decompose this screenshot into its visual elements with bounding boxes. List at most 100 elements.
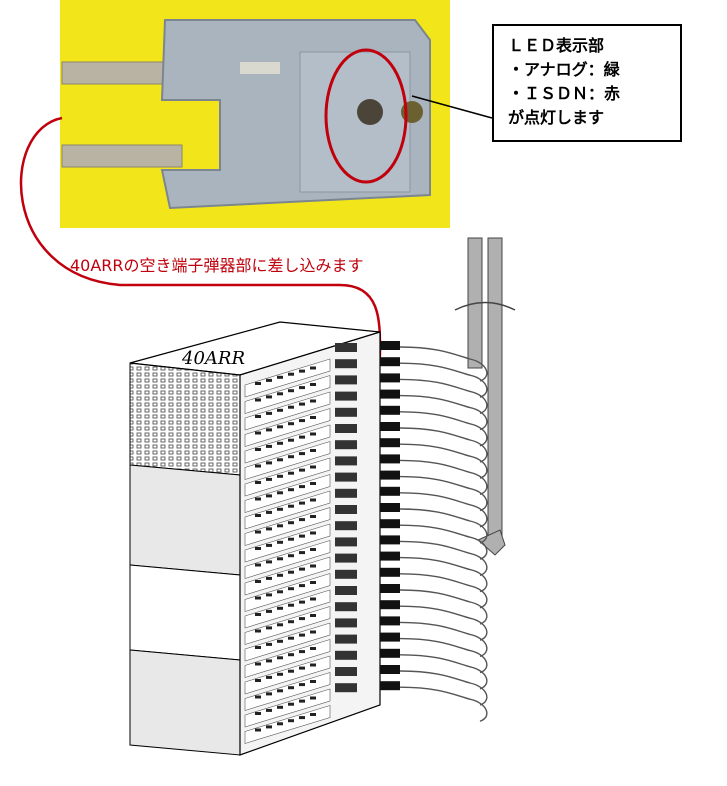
terminal-slot (335, 407, 357, 417)
cable-loop (399, 686, 488, 722)
plugged-module (380, 389, 400, 399)
terminal-row (244, 503, 400, 563)
plugged-module (380, 632, 400, 642)
terminal-slot (335, 343, 357, 352)
rack-label: 40ARR (182, 348, 246, 369)
terminal-slot (335, 618, 357, 628)
plugged-module (380, 600, 400, 610)
plugged-module (380, 648, 400, 658)
plugged-module (380, 422, 400, 431)
led-highlight-ring (324, 48, 408, 184)
cable-loop (399, 605, 488, 641)
terminal-slot (335, 634, 357, 644)
terminal-row (244, 422, 400, 480)
plugged-module (380, 454, 400, 464)
cable-loop (399, 637, 488, 674)
terminal-row (244, 373, 400, 431)
terminal-row (244, 405, 400, 464)
cable-loop (399, 443, 488, 479)
terminal-row (244, 648, 400, 711)
rack-40arr (129, 321, 488, 756)
terminal-slot (335, 472, 357, 482)
terminal-row (244, 389, 400, 447)
module-photo (60, 0, 450, 228)
callout-note-line: が点灯します (508, 108, 605, 127)
plugged-module (380, 535, 400, 545)
terminal-row (244, 616, 400, 678)
cable-loop (399, 394, 488, 431)
terminal-slot (335, 521, 357, 531)
led-hole-left (357, 99, 383, 125)
terminal-row (244, 567, 400, 629)
rack-front (239, 331, 381, 756)
rack-side-panel-1 (129, 464, 241, 576)
callout-leader-line (411, 95, 493, 119)
cable-loop (399, 573, 488, 609)
module-face-panel (299, 51, 411, 193)
cable-loop (399, 540, 488, 577)
terminal-row (244, 486, 400, 546)
plugged-module (380, 519, 400, 529)
terminal-slot (335, 391, 357, 401)
cable-loop (399, 654, 488, 690)
plugged-module (380, 470, 400, 480)
terminal-row (244, 454, 400, 513)
plugged-module (380, 438, 400, 448)
callout-analog-line: ・アナログ：緑 (508, 60, 620, 79)
terminal-row (244, 600, 400, 662)
terminal-row (244, 535, 400, 596)
terminal-slot (335, 569, 357, 579)
terminal-slot (335, 537, 357, 547)
terminal-row (244, 470, 400, 530)
terminal-slot (335, 505, 357, 514)
rack-side-panel-2 (129, 564, 241, 661)
terminal-slot (335, 488, 357, 498)
terminal-slot (335, 375, 357, 385)
cable-loop (399, 670, 488, 706)
terminal-row (244, 551, 400, 612)
cable-loop (399, 378, 488, 415)
plugged-module (380, 681, 400, 691)
terminal-row (244, 584, 400, 645)
terminal-row (244, 341, 400, 398)
cable-loop (399, 459, 488, 496)
cable-loop (399, 589, 488, 625)
cable-loop (399, 621, 488, 658)
terminal-slot (335, 602, 357, 612)
rack-side-panel-3 (129, 649, 241, 756)
connector-pin-lower (61, 144, 183, 168)
terminal-row (244, 665, 400, 728)
plugged-module (380, 503, 400, 512)
cable-loop (399, 492, 488, 528)
cable-loop (399, 411, 488, 447)
cable-bundle (454, 237, 516, 556)
cable-loop (399, 556, 488, 593)
cable-loop (399, 508, 488, 544)
led-callout-box: ＬＥＤ表示部 ・アナログ：緑 ・ＩＳＤＮ：赤 が点灯します (492, 24, 682, 142)
cable-loop (399, 427, 488, 463)
terminal-slot (335, 586, 357, 595)
terminal-slot (335, 683, 357, 693)
plugged-module (380, 567, 400, 577)
terminal-slot (335, 424, 357, 433)
terminal-slot (335, 456, 357, 466)
plugged-module (380, 405, 400, 415)
plugged-module (380, 486, 400, 496)
terminal-row (244, 632, 400, 695)
callout-isdn-line: ・ＩＳＤＮ：赤 (508, 84, 621, 103)
rack-terminal-rows (244, 341, 400, 744)
plugged-module (380, 373, 400, 383)
terminal-slot (335, 650, 357, 660)
terminal-row (244, 681, 400, 744)
terminal-row (244, 438, 400, 497)
callout-title: ＬＥＤ表示部 (508, 36, 605, 55)
cable-loop (399, 475, 488, 512)
cable-loop (399, 524, 488, 560)
terminal-slot (335, 667, 357, 676)
cable-loops (399, 346, 488, 722)
terminal-slot (335, 553, 357, 563)
module-label-slot (240, 62, 280, 74)
plugged-module (380, 584, 400, 593)
